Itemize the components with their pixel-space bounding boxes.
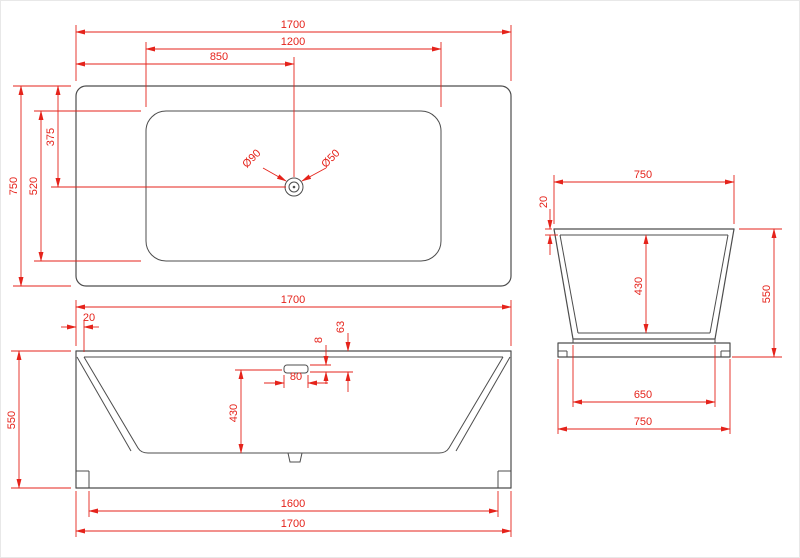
- front-dim-base-width: 1600: [281, 498, 305, 510]
- plan-basin-outline: [145, 110, 442, 262]
- side-dimension-lines: [547, 179, 777, 432]
- plan-dim-edge-to-drain-depth: 375: [45, 128, 57, 146]
- plan-drain-inner-circle: [288, 181, 300, 193]
- front-drain: [287, 452, 303, 463]
- side-dim-base-width: 650: [634, 389, 652, 401]
- front-dim-overflow-height: 8: [313, 337, 325, 343]
- front-dim-overflow-width: 80: [290, 371, 302, 383]
- plan-dim-basin-depth: 520: [28, 177, 40, 195]
- front-dim-overall-width-top: 1700: [281, 294, 305, 306]
- plan-dim-overall-width: 1700: [281, 19, 305, 31]
- side-dim-inner-depth: 430: [633, 277, 645, 295]
- side-dim-overall-width-top: 750: [634, 169, 652, 181]
- plan-outer-outline: [75, 85, 512, 287]
- front-extension-lines: [11, 300, 512, 537]
- front-dim-overflow-drop: 63: [335, 321, 347, 333]
- plan-dim-overall-depth: 750: [8, 177, 20, 195]
- front-overflow: [283, 364, 309, 374]
- front-view: 1700 20 550 430 8 63 80 1600 1700: [6, 294, 512, 537]
- plan-dimension-lines: [18, 29, 512, 287]
- side-dim-overall-height: 550: [761, 285, 773, 303]
- plan-drain-center-dot: [292, 185, 296, 189]
- front-dimension-lines: [16, 304, 512, 534]
- plan-dim-drain-outer-diameter: Ø90: [240, 147, 263, 170]
- side-view: 750 20 430 550 650 750: [538, 169, 782, 434]
- front-dim-rim-thickness: 20: [83, 312, 95, 324]
- side-dim-overall-width-bottom: 750: [634, 416, 652, 428]
- front-dim-inner-depth: 430: [228, 404, 240, 422]
- plan-view: 1700 1200 850 750 520 375 Ø90 Ø50: [8, 19, 512, 287]
- side-base: [557, 342, 731, 358]
- side-extension-lines: [545, 175, 782, 434]
- side-dim-rim-thickness: 20: [538, 196, 550, 208]
- plan-dim-drain-inner-diameter: Ø50: [319, 147, 342, 170]
- front-dim-overall-width-bottom: 1700: [281, 518, 305, 530]
- plan-dim-edge-to-drain: 850: [210, 51, 228, 63]
- front-dim-overall-height: 550: [6, 411, 18, 429]
- plan-dim-basin-width: 1200: [281, 36, 305, 48]
- front-outline: [75, 350, 512, 489]
